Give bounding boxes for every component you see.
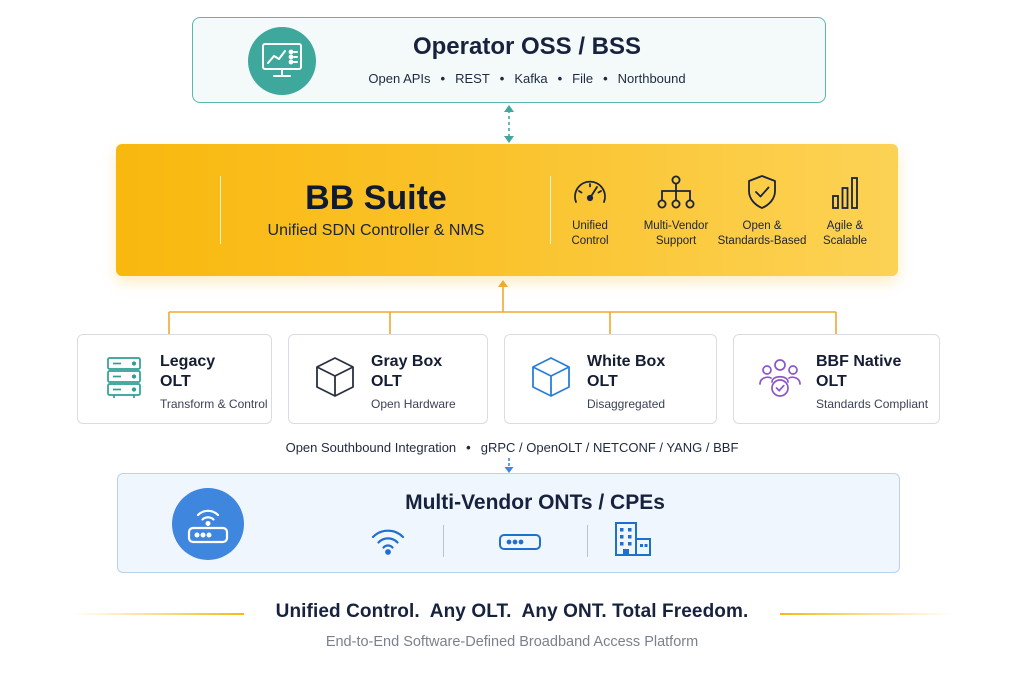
router-icon (172, 488, 244, 560)
wifi-icon (371, 529, 405, 555)
bb-suite-bar: BB Suite Unified SDN Controller & NMS Un… (116, 144, 898, 276)
card-description: Standards Compliant (816, 397, 929, 411)
olt-connector-tree (168, 280, 837, 334)
ont-title: Multi-Vendor ONTs / CPEs (405, 491, 665, 514)
interface-open-apis: Open APIs (368, 71, 431, 86)
feature-agile-scalable: Agile & Scalable (799, 174, 891, 249)
card-title-line: OLT (371, 373, 402, 390)
speedometer-icon (574, 180, 606, 203)
southbound-protocols: gRPC / OpenOLT / NETCONF / YANG / BBF (480, 440, 739, 455)
oss-bss-box: Operator OSS / BSS Open APIs•REST•Kafka•… (192, 17, 826, 103)
interface-file: File (572, 71, 594, 86)
southbound-integration-label: Open Southbound Integration•gRPC / OpenO… (285, 440, 739, 455)
interface-northbound: Northbound (617, 71, 686, 86)
feature-label: Unified (572, 220, 608, 232)
northbound-connector (504, 105, 514, 143)
card-title-line: BBF Native (816, 353, 902, 370)
monitor-chart-icon (248, 27, 316, 95)
feature-label: Multi-Vendor (643, 220, 709, 232)
feature-open-standards: Open & Standards-Based (716, 174, 808, 249)
card-title-line: Legacy (160, 353, 216, 370)
card-description: Disaggregated (587, 397, 666, 411)
cube-icon (532, 357, 570, 397)
southbound-arrow (504, 458, 514, 473)
suite-title: BB Suite (305, 179, 447, 217)
tagline-divider-left (72, 613, 244, 615)
interface-kafka: Kafka (514, 71, 548, 86)
bar-chart-icon (832, 177, 858, 209)
card-title-line: OLT (587, 373, 618, 390)
oss-interface-list: Open APIs•REST•Kafka•File•Northbound (368, 71, 686, 86)
card-title-line: OLT (816, 373, 847, 390)
shield-check-icon (748, 175, 776, 209)
card-title-line: OLT (160, 373, 191, 390)
tagline-divider-right (780, 613, 952, 615)
feature-label: Agile & (826, 220, 864, 232)
tagline: Unified Control. Any OLT. Any ONT. Total… (275, 601, 749, 622)
southbound-label: Open Southbound Integration (285, 440, 457, 455)
card-description: Open Hardware (371, 397, 456, 411)
icon-divider (587, 525, 588, 557)
ont-cpe-box: Multi-Vendor ONTs / CPEs (117, 473, 900, 573)
server-rack-icon (107, 357, 141, 398)
footer-subtitle: End-to-End Software-Defined Broadband Ac… (325, 634, 699, 650)
suite-divider (220, 176, 221, 244)
suite-divider (550, 176, 551, 244)
building-icon (615, 522, 651, 556)
cube-icon (316, 357, 354, 397)
card-title-line: White Box (587, 353, 666, 370)
card-description: Transform & Control (160, 397, 268, 411)
interface-rest: REST (455, 71, 490, 86)
cpe-device-icon (499, 534, 541, 550)
icon-divider (443, 525, 444, 557)
feature-label: Support (655, 235, 697, 247)
feature-label: Open & (742, 220, 782, 232)
feature-label: Control (571, 235, 609, 247)
suite-subtitle: Unified SDN Controller & NMS (267, 222, 485, 239)
feature-label: Standards-Based (717, 235, 807, 247)
card-title-line: Gray Box (371, 353, 443, 370)
oss-bss-title: Operator OSS / BSS (412, 33, 642, 60)
feature-label: Scalable (822, 235, 868, 247)
user-group-check-icon (759, 359, 801, 397)
hierarchy-icon (657, 175, 695, 209)
